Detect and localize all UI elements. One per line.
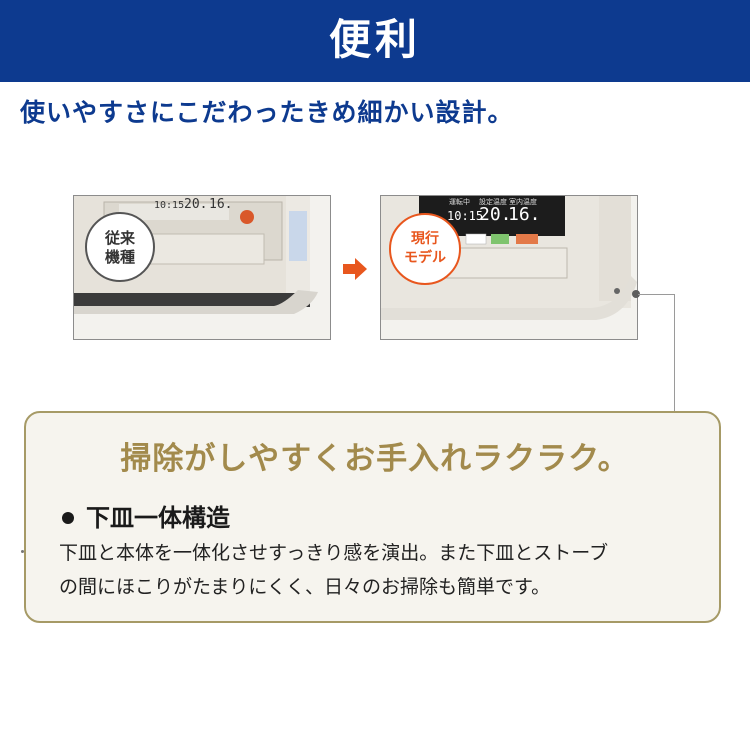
old-display-time: 10:15 xyxy=(154,200,185,211)
old-badge-line1: 従来 xyxy=(104,229,135,247)
arrow-right-icon xyxy=(343,257,367,281)
old-model-badge: 従来 機種 xyxy=(85,212,155,282)
new-display-set: 設定温度 xyxy=(479,198,507,206)
old-display-temp2: 16. xyxy=(209,197,233,212)
feature-panel xyxy=(24,411,721,623)
old-display-temp1: 20. xyxy=(184,197,208,212)
page-subtitle: 使いやすさにこだわったきめ細かい設計。 xyxy=(20,98,514,127)
decorative-dot xyxy=(21,550,24,553)
bullet-icon xyxy=(62,512,74,524)
feature-title: 下皿一体構造 xyxy=(86,504,230,532)
new-display-time: 10:15 xyxy=(447,209,484,223)
header-bar xyxy=(0,0,750,82)
new-model-photo: 運転中 設定温度 室内温度 10:15 20. 16. 現行 モデル xyxy=(380,195,638,340)
callout-line-vertical xyxy=(674,294,675,411)
new-display-status: 運転中 xyxy=(449,198,470,206)
callout-dot xyxy=(632,290,640,298)
new-badge-line2: モデル xyxy=(404,250,446,266)
old-badge-line2: 機種 xyxy=(104,248,135,266)
feature-description-line1: 下皿と本体を一体化させすっきり感を演出。また下皿とストーブ xyxy=(59,542,609,564)
new-display-room: 室内温度 xyxy=(509,198,537,206)
page-title: 便利 xyxy=(328,15,421,64)
old-model-photo: 10:15 20. 16. 従来 機種 xyxy=(73,195,331,340)
feature-description-line2: の間にほこりがたまりにくく、日々のお掃除も簡単です。 xyxy=(59,576,551,598)
callout-line-horizontal xyxy=(638,294,675,295)
new-display-temp1: 20. xyxy=(479,204,512,225)
new-model-badge: 現行 モデル xyxy=(389,213,461,285)
panel-title: 掃除がしやすくお手入れラクラク。 xyxy=(120,441,630,477)
new-display-temp2: 16. xyxy=(508,204,541,225)
new-badge-line1: 現行 xyxy=(411,231,439,247)
